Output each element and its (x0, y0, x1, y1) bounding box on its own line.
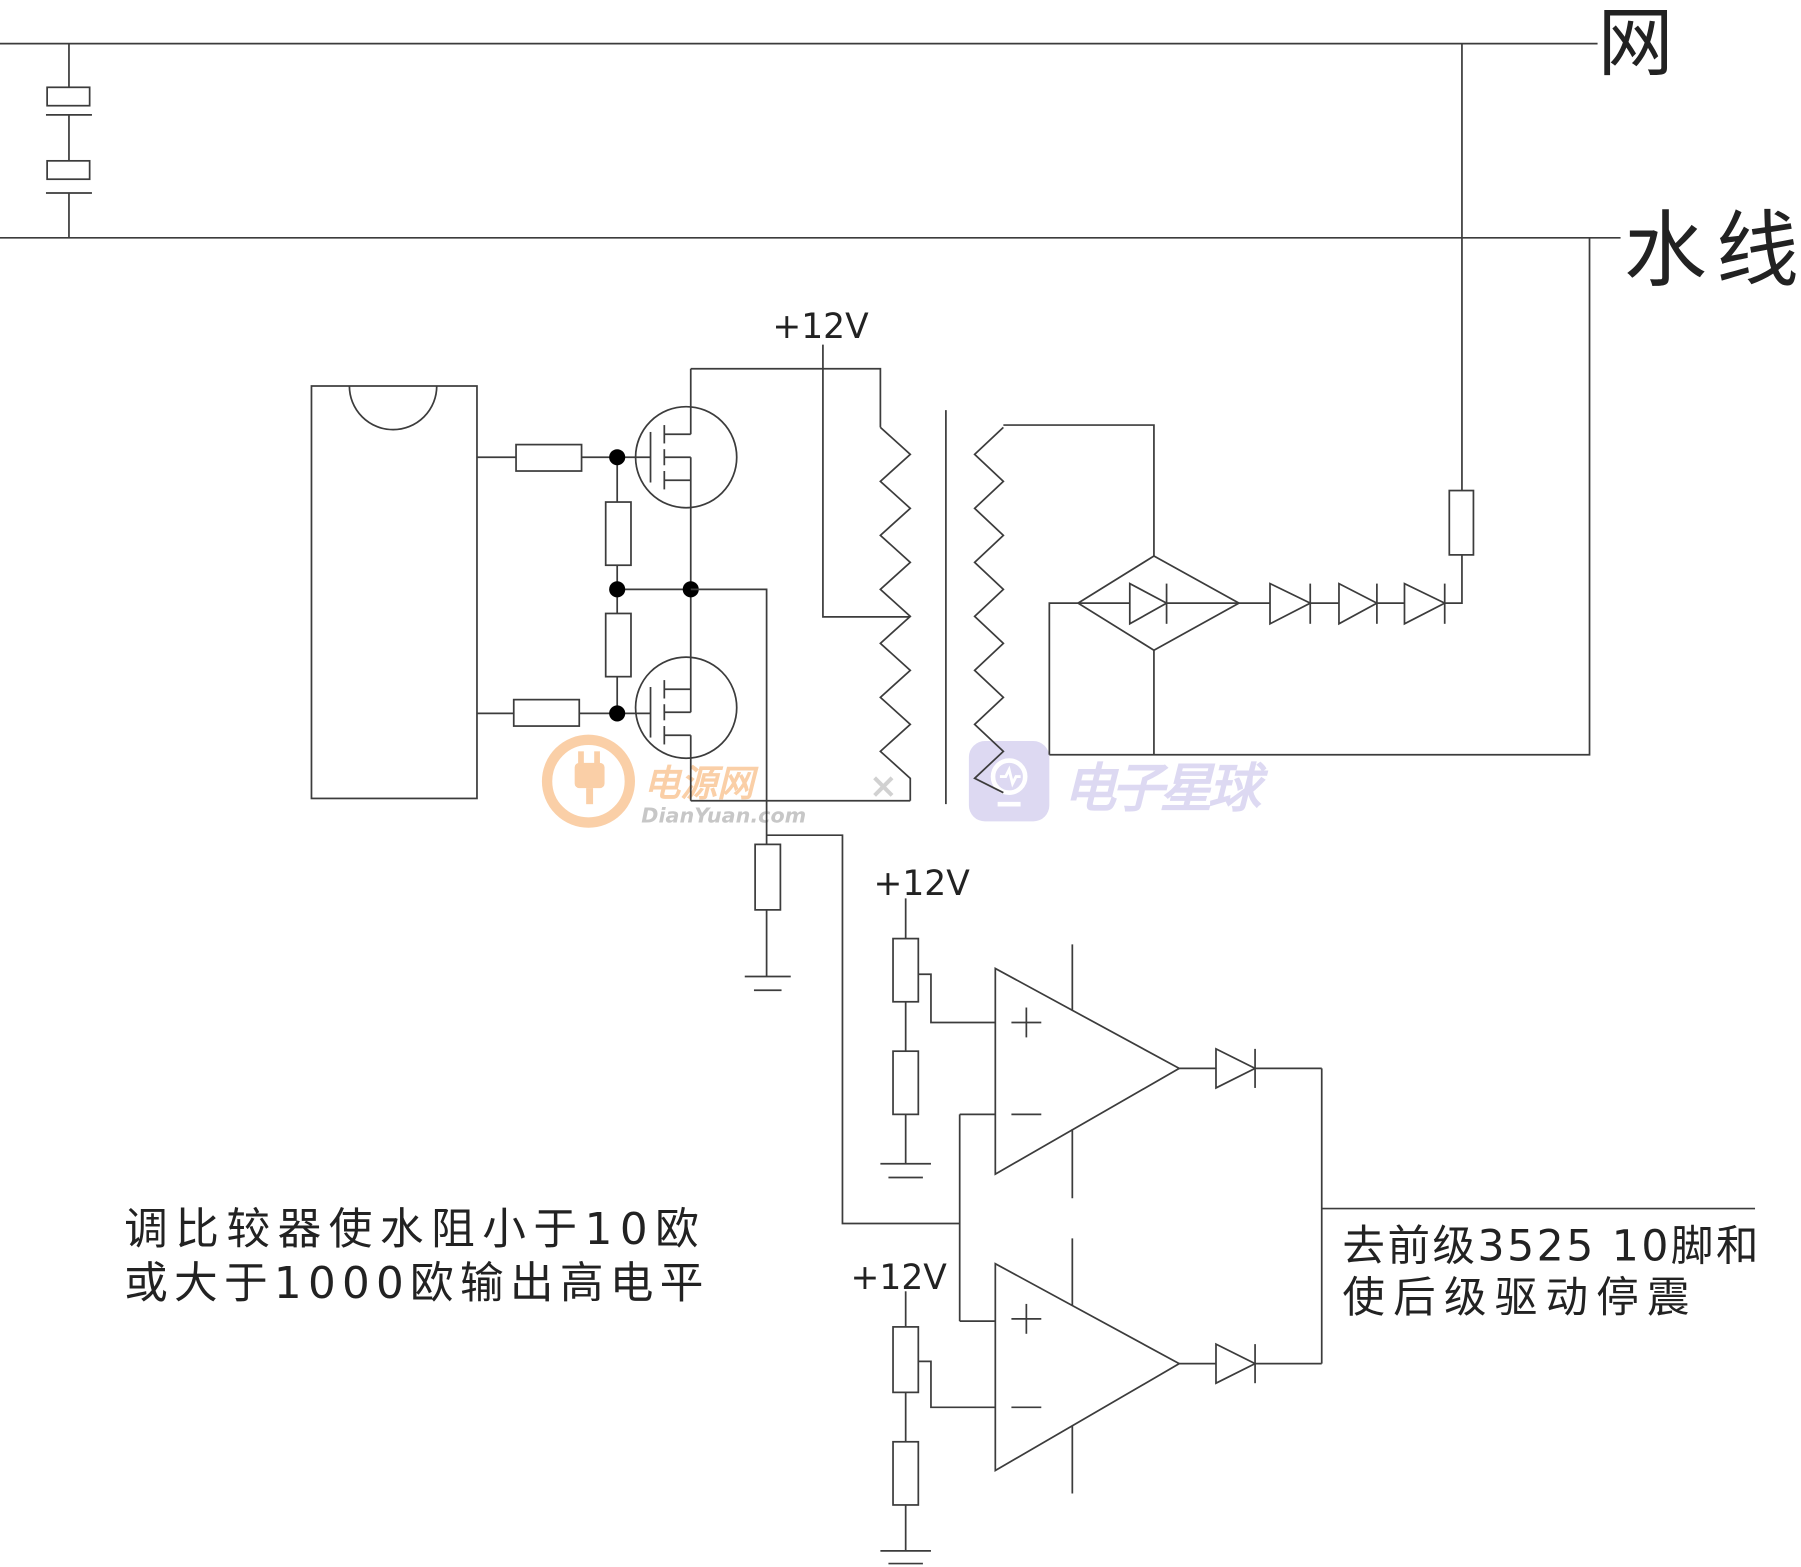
bridge-rectifier (1003, 237, 1591, 756)
plug-icon (574, 751, 605, 805)
note-left-line1: 调比较器使水阻小于10欧 (124, 1204, 699, 1255)
mains-water-label: 水线 (1624, 202, 1799, 299)
mosfet-upper (634, 368, 738, 590)
primary-winding (879, 426, 912, 801)
water-return-wire (1049, 237, 1591, 756)
opamp-triangle (994, 967, 1181, 1176)
robot-icon (990, 758, 1028, 807)
dianyuan-name: 电源网 (644, 762, 760, 805)
gate-resistor-upper (515, 443, 583, 472)
secondary-winding (973, 426, 1005, 794)
diode (1269, 582, 1313, 626)
mains-live-label: 网 (1598, 0, 1674, 87)
dianyuan-url: DianYuan.com (641, 804, 806, 828)
series-capacitors (45, 43, 92, 238)
wire (1444, 554, 1463, 604)
probe-resistor (1448, 489, 1475, 556)
eestar-logo-box (968, 740, 1050, 822)
vcc-label-top: +12V (772, 307, 869, 347)
current-sense (690, 588, 996, 1323)
wiper-wire (918, 1360, 996, 1409)
sense-feed-wire (766, 834, 960, 1225)
junction-dot (609, 581, 626, 598)
junctions (609, 449, 699, 722)
diode-chain (1238, 43, 1475, 626)
ic-notch (348, 386, 438, 431)
ic-body (310, 385, 478, 800)
wire (1048, 602, 1079, 755)
output-bus (1320, 1068, 1756, 1364)
wire (1003, 424, 1155, 557)
transformer: +12V (690, 307, 1005, 805)
eestar-name: 电子星球 (1063, 758, 1269, 819)
note-right-line1: 去前级3525 10脚和 (1342, 1222, 1758, 1271)
diode (1338, 582, 1379, 626)
annotation-right: 去前级3525 10脚和 使后级驱动停震 (1342, 1222, 1758, 1323)
junction-dot (609, 705, 626, 722)
comparator-upper: +12V (873, 864, 1322, 1199)
vcc-label-bottom: +12V (851, 1258, 948, 1298)
potentiometer (892, 1326, 920, 1394)
output-diode (1215, 1047, 1257, 1090)
gate-resistor-lower (512, 698, 581, 727)
gate-pulldown-resistor-lower (604, 612, 632, 678)
opamp-triangle (994, 1262, 1181, 1472)
note-right-line2: 使后级驱动停震 (1342, 1274, 1689, 1323)
mains-bus: 网 水线 (0, 0, 1799, 299)
gate-pulldown-resistor-upper (604, 501, 632, 567)
divider-resistor (892, 1440, 920, 1506)
junction-dot (609, 449, 626, 466)
diode (1403, 582, 1447, 626)
gate-drive (476, 443, 691, 727)
wire (822, 344, 911, 618)
pwm-ic (310, 385, 478, 800)
annotation-left: 调比较器使水阻小于10欧 或大于1000欧输出高电平 (124, 1204, 703, 1309)
watermark-eestar: 电子星球 (968, 740, 1269, 822)
dianyuan-logo-ring (541, 734, 636, 828)
mosfet-lower (634, 589, 738, 801)
wire (690, 588, 768, 845)
capacitor (46, 86, 91, 107)
wiper-wire (918, 973, 996, 1024)
potentiometer (892, 937, 920, 1003)
mosfet-body (634, 656, 738, 760)
wire (690, 367, 882, 428)
note-left-line2: 或大于1000欧输出高电平 (124, 1258, 703, 1309)
sense-resistor (754, 843, 782, 911)
vcc-label-mid: +12V (873, 864, 970, 904)
bridge-diode (1128, 582, 1169, 626)
comparator-lower: +12V (851, 1238, 1322, 1565)
watermark-separator: × (869, 766, 898, 806)
divider-resistor (892, 1050, 920, 1116)
output-diode (1215, 1342, 1257, 1385)
capacitor (46, 159, 91, 181)
mosfet-body (634, 405, 738, 509)
watermark-dianyuan: 电源网 DianYuan.com (541, 734, 806, 828)
